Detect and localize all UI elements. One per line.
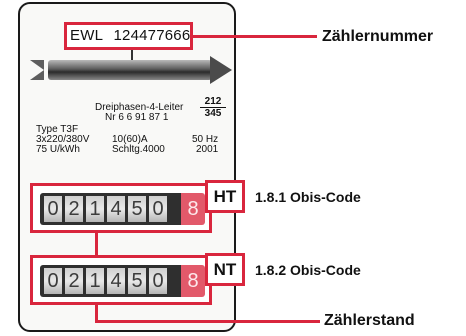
spec-fraction-denominator: 345 (204, 108, 222, 119)
serial-prefix: EWL (70, 27, 104, 44)
rotating-disc (48, 60, 212, 80)
spec-constant: 75 U/kWh (36, 144, 80, 155)
register-ht-digit: 0 (149, 196, 167, 222)
register-ht-digit: 5 (128, 196, 146, 222)
register-nt-decimal-digit: 8 (181, 265, 205, 297)
serial-number-box: EWL 124477666 (64, 22, 193, 50)
register-ht-drums: 0 2 1 4 5 0 8 (40, 193, 205, 225)
register-nt-digit: 2 (65, 268, 83, 294)
register-ht: 0 2 1 4 5 0 8 (30, 183, 212, 233)
register-nt-drums: 0 2 1 4 5 0 8 (40, 265, 205, 297)
register-link-line (95, 232, 98, 256)
spec-frequency: 50 Hz (192, 134, 219, 145)
tariff-ht-label: HT (208, 183, 242, 210)
register-ht-digit: 4 (107, 196, 125, 222)
spec-nr: Nr 6 6 91 87 1 (105, 112, 169, 123)
register-nt-digit: 0 (44, 268, 62, 294)
register-nt-digit: 1 (86, 268, 104, 294)
obis-code-nt: 1.8.2 Obis-Code (255, 262, 361, 278)
disc-arrow-head (210, 56, 232, 84)
register-nt-digit: 5 (128, 268, 146, 294)
reading-connector-line (95, 320, 320, 323)
tariff-nt-label: NT (208, 256, 242, 283)
register-ht-digit: 1 (86, 196, 104, 222)
obis-code-ht: 1.8.1 Obis-Code (255, 189, 361, 205)
disc-arrow-tail (30, 60, 44, 80)
spec-voltage: 3x220/380V (36, 134, 90, 145)
reading-label: Zählerstand (324, 312, 415, 329)
register-ht-decimal-digit: 8 (181, 193, 205, 225)
spec-year: 2001 (196, 144, 219, 155)
register-nt-digit: 0 (149, 268, 167, 294)
spec-fraction-numerator: 212 (200, 96, 226, 108)
register-ht-digit: 2 (65, 196, 83, 222)
serial-connector-line (193, 35, 317, 38)
register-nt: 0 2 1 4 5 0 8 (30, 255, 212, 305)
disc-pointer (131, 50, 133, 60)
register-nt-digit: 4 (107, 268, 125, 294)
register-ht-digit: 0 (44, 196, 62, 222)
spec-circuit: Schltg.4000 (112, 144, 165, 155)
spec-fraction: 212 345 (200, 96, 226, 119)
serial-number-label: Zählernummer (322, 28, 434, 45)
spec-phase: Dreiphasen-4-Leiter (95, 102, 184, 113)
spec-type: Type T3F (36, 124, 79, 135)
serial-number: 124477666 (113, 27, 191, 44)
spec-current: 10(60)A (112, 134, 148, 145)
reading-connector-vertical (95, 302, 98, 322)
